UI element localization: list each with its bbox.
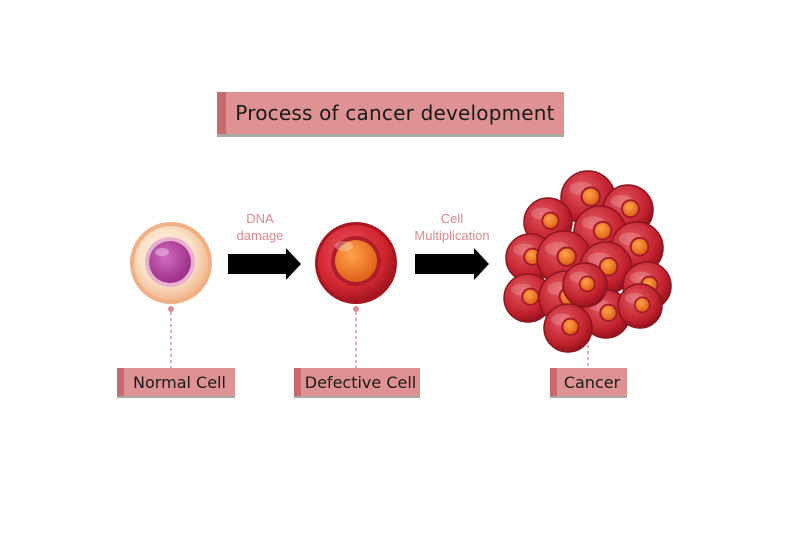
- dna-damage-label: DNA damage: [215, 210, 305, 244]
- normal-cell-connector: [168, 306, 174, 368]
- normal-cell-label-text: Normal Cell: [133, 372, 226, 392]
- cancer-label-text: Cancer: [563, 372, 621, 392]
- normal-cell-label: Normal Cell: [117, 368, 235, 396]
- cell-multiplication-label: Cell Multiplication: [400, 210, 504, 244]
- cancer-cell: [562, 262, 608, 308]
- cancer-cell: [503, 273, 553, 323]
- defective-cell-label-text: Defective Cell: [304, 372, 417, 392]
- cancer-cluster-illustration: [503, 170, 672, 353]
- transition-1-line1: DNA: [246, 211, 274, 226]
- defective-cell-label: Defective Cell: [294, 368, 420, 396]
- defective-cell-connector: [353, 306, 359, 368]
- arrow-right-1: [228, 248, 301, 280]
- cancer-cell: [617, 283, 663, 329]
- normal-cell-illustration: [130, 222, 212, 304]
- page-title: Process of cancer development: [235, 101, 555, 125]
- cancer-label: Cancer: [550, 368, 627, 396]
- transition-1-line2: damage: [236, 228, 284, 243]
- cancer-cell: [543, 303, 593, 353]
- title-banner: Process of cancer development: [217, 92, 564, 134]
- arrow-right-2: [415, 248, 489, 280]
- defective-cell-illustration: [315, 222, 397, 304]
- transition-2-line2: Multiplication: [414, 228, 490, 243]
- transition-2-line1: Cell: [440, 211, 464, 226]
